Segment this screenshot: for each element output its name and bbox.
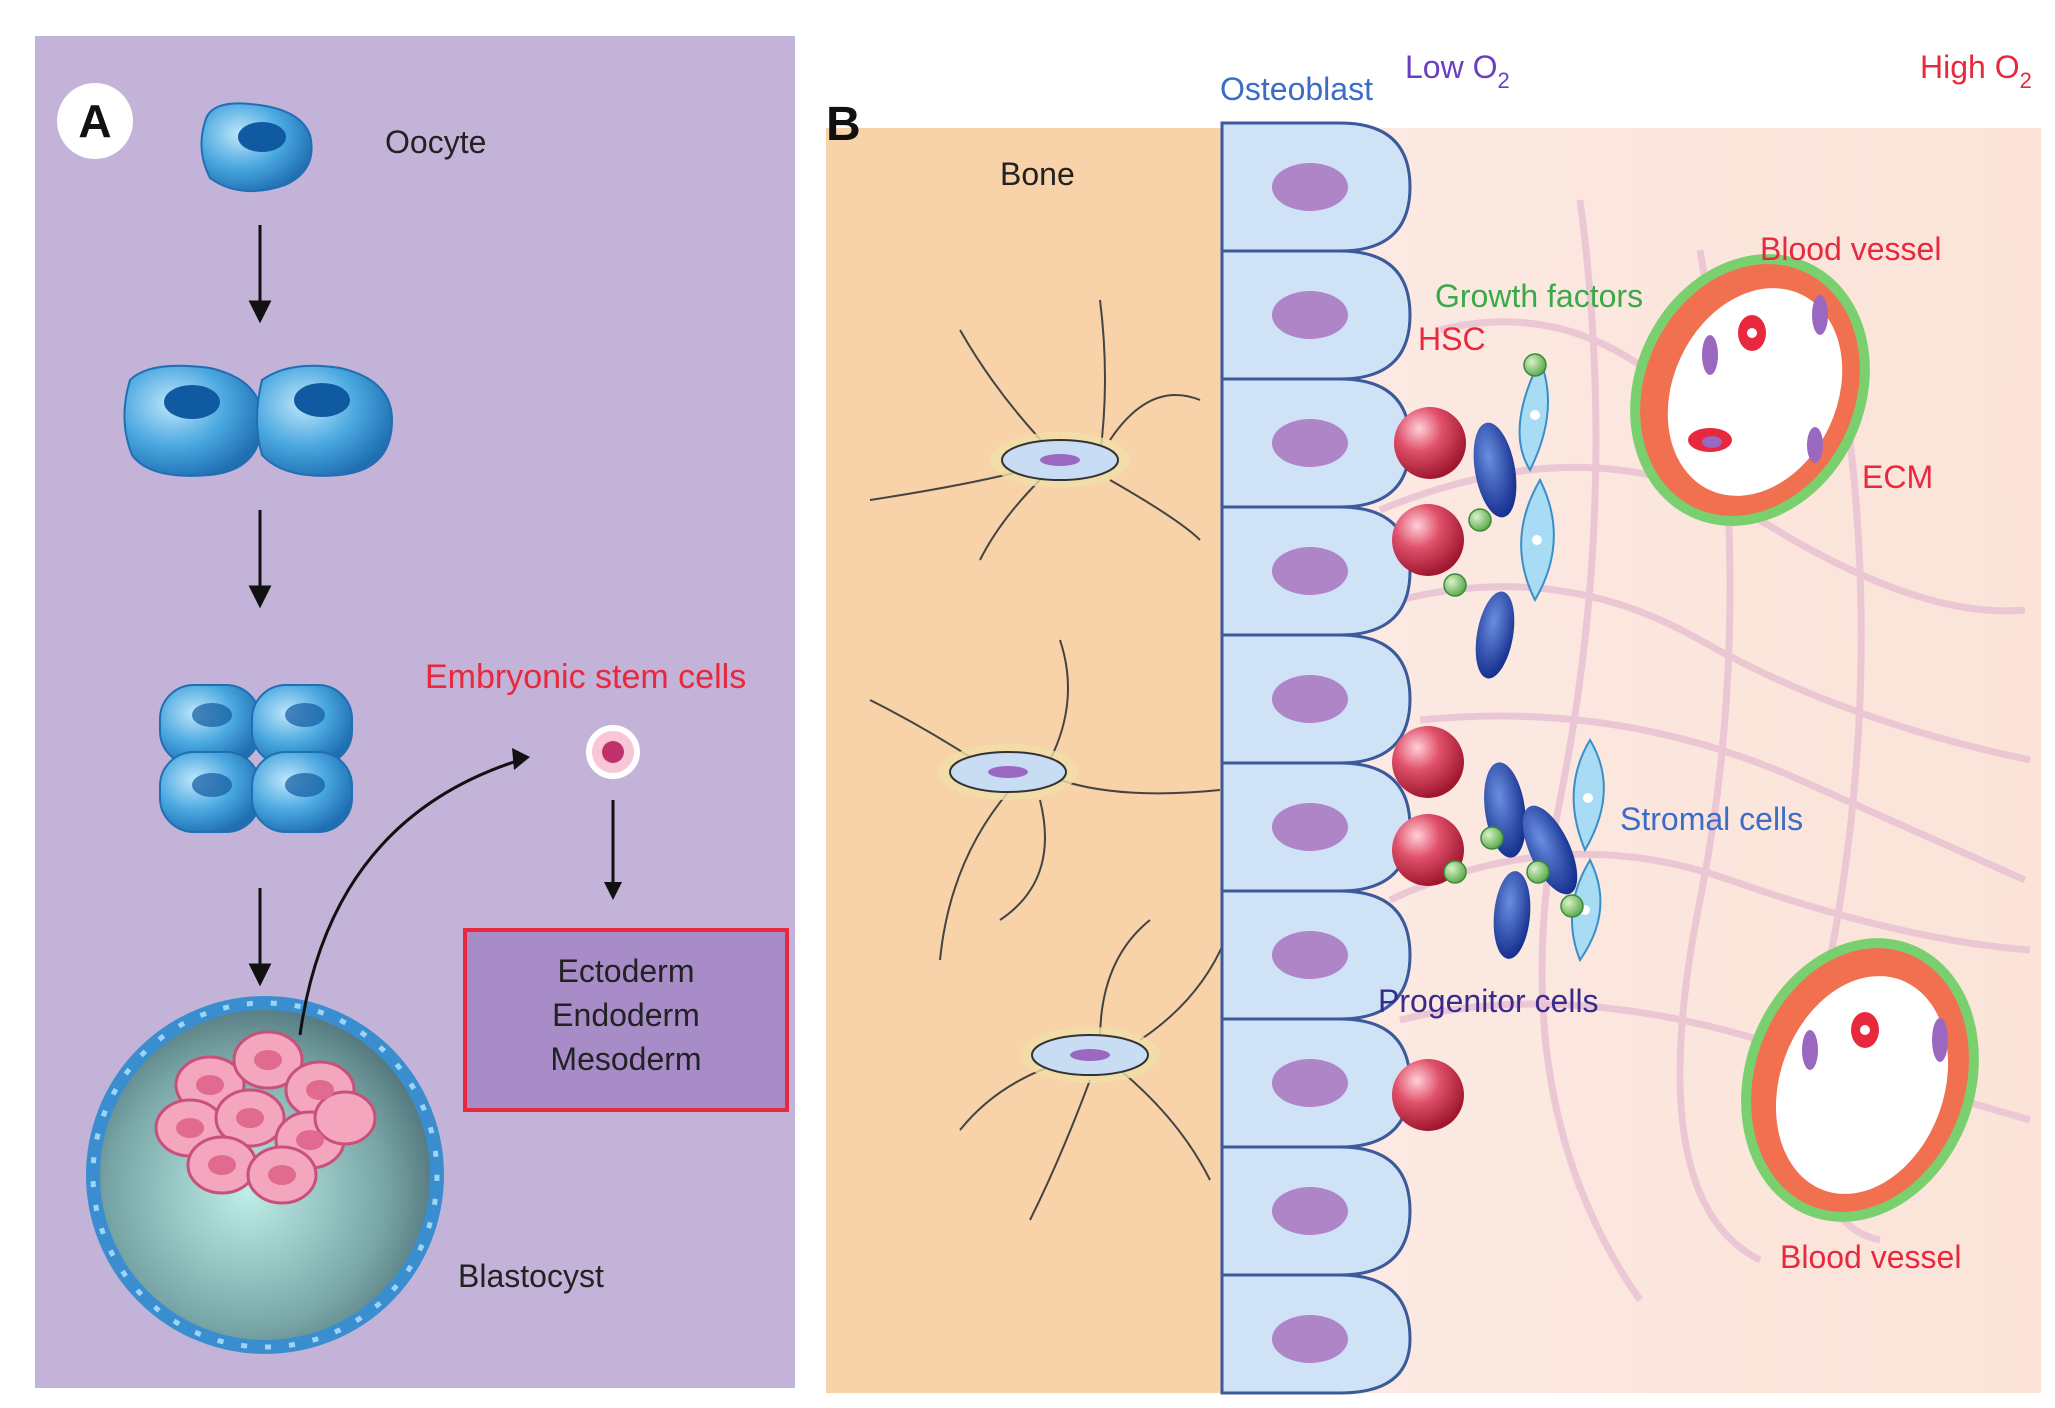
embryonic-stem-cell [586, 725, 640, 779]
blood-vessel-bottom-label: Blood vessel [1780, 1239, 1961, 1275]
stromal-cells-label: Stromal cells [1620, 801, 1803, 837]
panel-a-letter: A [78, 95, 111, 147]
hsc-label: HSC [1418, 321, 1486, 357]
panel-b: B Bone Osteoblast Low O2 High O2 [826, 49, 2041, 1395]
bone-label: Bone [1000, 156, 1075, 192]
isolation-arrow [298, 758, 521, 1036]
inner-cell-nuclei [176, 1050, 334, 1185]
blood-vessel-top [1630, 254, 1870, 526]
growth-factor-particles [1443, 353, 1584, 918]
blood-vessel-top-label: Blood vessel [1760, 231, 1941, 267]
germ-layer-mesoderm: Mesoderm [550, 1041, 701, 1077]
blastocyst-label: Blastocyst [458, 1258, 604, 1294]
growth-factors-label: Growth factors [1435, 278, 1643, 314]
four-cell-stage [159, 684, 353, 833]
panel-a: A Oocyte [35, 36, 795, 1388]
panel-b-letter: B [826, 98, 861, 151]
svg-text:Low O2: Low O2 [1405, 49, 1510, 93]
esc-label: Embryonic stem cells [425, 658, 746, 696]
two-cell-stage [123, 364, 394, 477]
stromal-cells [1518, 357, 1605, 963]
germ-layer-ectoderm: Ectoderm [558, 953, 695, 989]
panel-a-letter-badge [57, 83, 133, 159]
blood-vessel-bottom [1741, 938, 1979, 1222]
development-arrows [248, 225, 272, 987]
osteoblast-label: Osteoblast [1220, 71, 1373, 107]
blastocyst [86, 996, 444, 1354]
osteoblast-column [1220, 121, 1412, 1395]
ecm-label: ECM [1862, 459, 1933, 495]
isolation-arrowhead [512, 748, 530, 770]
oocyte-label: Oocyte [385, 124, 486, 160]
germ-layers-box [463, 928, 789, 1112]
svg-text:High O2: High O2 [1920, 49, 2032, 93]
osteocytes [869, 299, 1226, 1221]
oocyte-cell [200, 102, 313, 193]
progenitor-cells-label: Progenitor cells [1378, 983, 1599, 1019]
osteoblast-nuclei [1272, 163, 1348, 1363]
germ-layer-endoderm: Endoderm [552, 997, 700, 1033]
high-o2-label: High O2 [1920, 49, 2032, 93]
low-o2-label: Low O2 [1405, 49, 1510, 93]
differentiation-arrowhead [604, 882, 622, 900]
